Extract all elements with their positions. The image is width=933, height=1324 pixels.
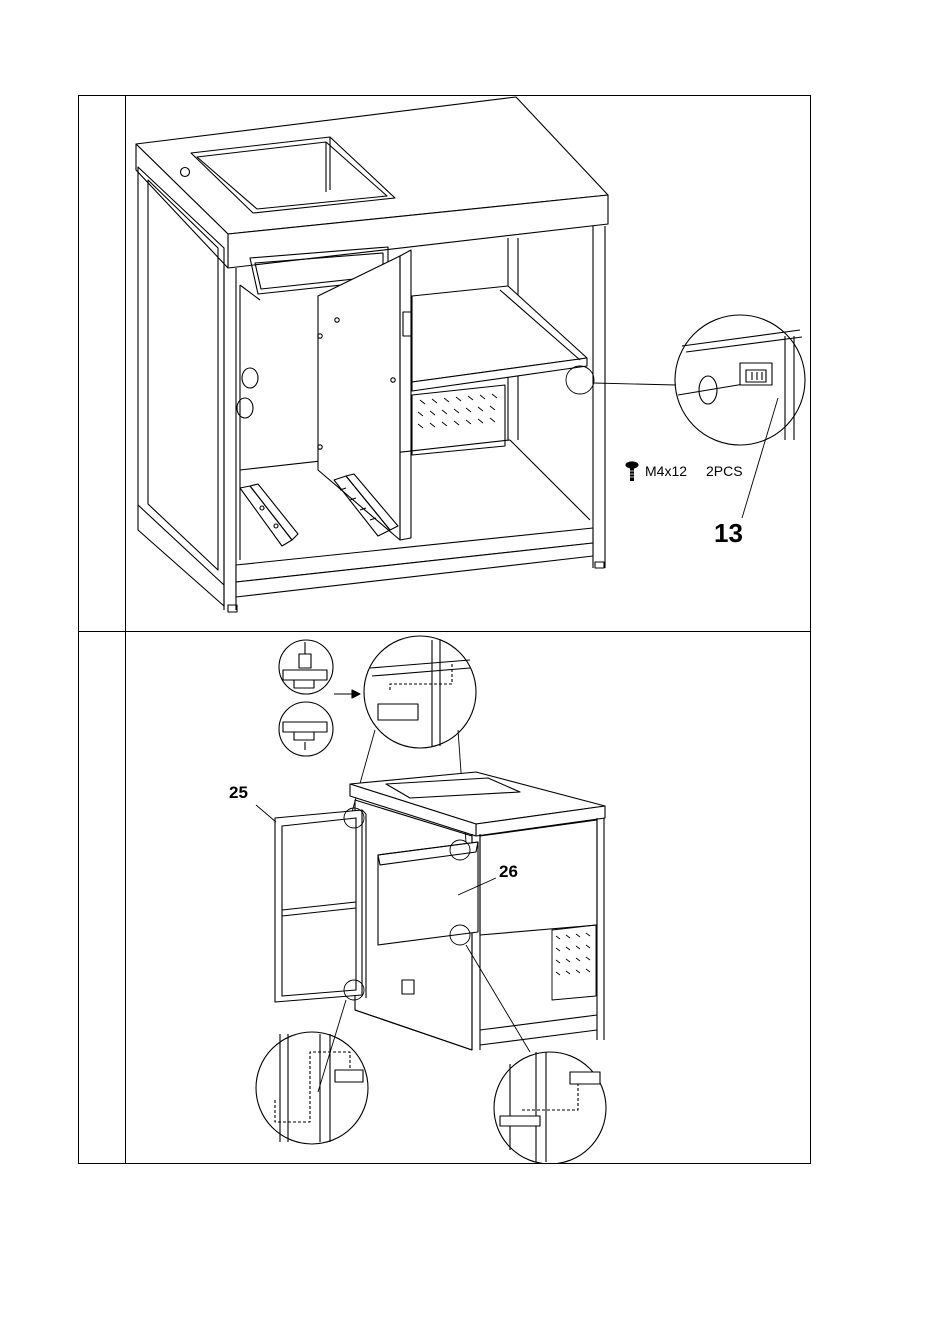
drawer-26	[378, 842, 478, 945]
part-number-13: 13	[714, 518, 743, 549]
part-label-26: 26	[499, 862, 518, 882]
drawer-slide-zoom	[494, 1052, 606, 1163]
step-number-column	[79, 96, 126, 1163]
hinge-detail-bottom	[279, 702, 333, 756]
left-drawer-slide	[240, 484, 298, 546]
step2-panel: 25 26	[126, 632, 810, 1163]
door-hinge-bottom-zoom	[256, 1032, 368, 1144]
screw-quantity: 2PCS	[706, 463, 743, 479]
center-divider-panel	[318, 256, 400, 540]
cabinet-shelf-illustration	[126, 96, 810, 630]
arrow-right-icon	[334, 690, 360, 698]
perforation-pattern	[418, 394, 497, 428]
perforated-side-panel	[552, 925, 596, 1000]
cabinet-door-drawer-illustration	[126, 632, 810, 1163]
part-label-25: 25	[229, 783, 248, 803]
step1-panel: M4x12 2PCS 13	[126, 96, 810, 630]
hinge-detail-top	[279, 640, 333, 694]
bracket-detail-zoom	[675, 315, 805, 445]
screw-icon	[625, 461, 639, 483]
screw-spec: M4x12	[645, 463, 687, 479]
door-hinge-zoom	[364, 636, 476, 748]
